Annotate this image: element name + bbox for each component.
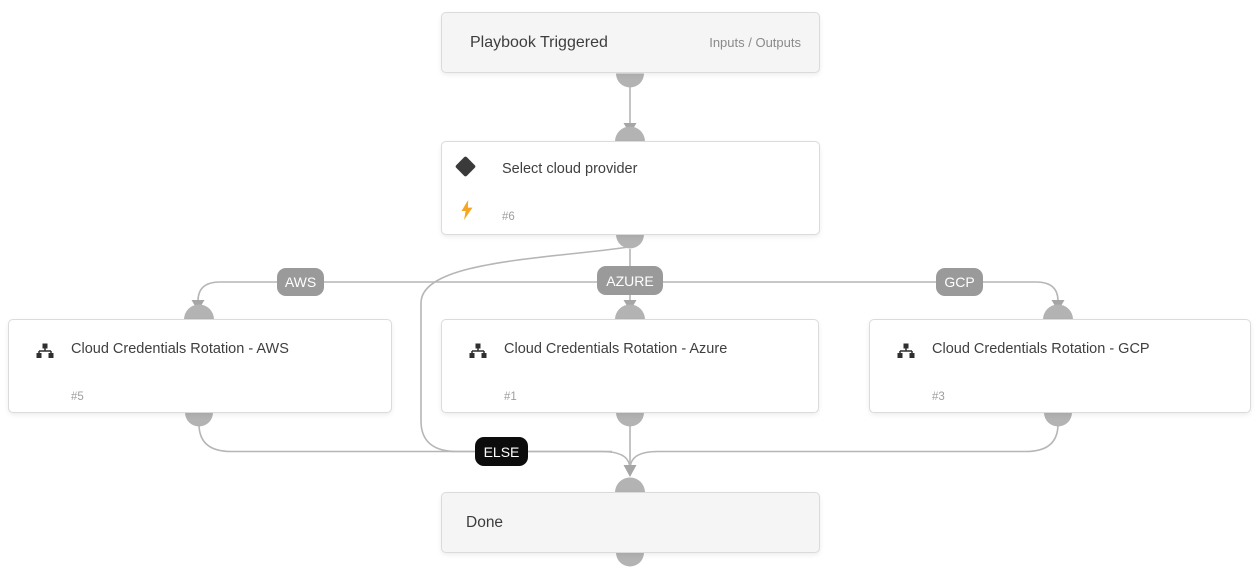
edge-merge-to-done xyxy=(198,423,1059,477)
condition-node-select-cloud-provider[interactable]: Select cloud provider #6 xyxy=(441,141,820,235)
sitemap-icon xyxy=(36,343,54,358)
task-node-azure[interactable]: Cloud Credentials Rotation - Azure #1 xyxy=(441,319,819,413)
edge-else-path xyxy=(420,246,630,453)
branch-label-aws: AWS xyxy=(277,268,324,296)
task-node-aws[interactable]: Cloud Credentials Rotation - AWS #5 xyxy=(8,319,392,413)
node-title: Select cloud provider xyxy=(502,161,638,177)
diamond-icon xyxy=(454,155,477,178)
done-node[interactable]: Done xyxy=(441,492,820,553)
inputs-outputs-link[interactable]: Inputs / Outputs xyxy=(709,35,801,50)
branch-label-gcp: GCP xyxy=(936,268,983,296)
task-id: #3 xyxy=(932,391,945,403)
playbook-triggered-node[interactable]: Playbook Triggered Inputs / Outputs xyxy=(441,12,820,73)
node-title: Done xyxy=(466,513,504,531)
task-id: #1 xyxy=(504,391,517,403)
task-id: #5 xyxy=(71,391,84,403)
sitemap-icon xyxy=(897,343,915,358)
task-node-gcp[interactable]: Cloud Credentials Rotation - GCP #3 xyxy=(869,319,1251,413)
node-title: Cloud Credentials Rotation - Azure xyxy=(504,341,728,357)
lightning-bolt-icon xyxy=(461,200,473,220)
node-title: Playbook Triggered xyxy=(470,33,608,51)
task-id: #6 xyxy=(502,211,515,223)
node-title: Cloud Credentials Rotation - AWS xyxy=(71,341,289,357)
branch-label-else: ELSE xyxy=(475,437,528,466)
sitemap-icon xyxy=(469,343,487,358)
branch-label-azure: AZURE xyxy=(597,266,663,295)
connector-dots xyxy=(184,73,1073,567)
node-title: Cloud Credentials Rotation - GCP xyxy=(932,341,1150,357)
